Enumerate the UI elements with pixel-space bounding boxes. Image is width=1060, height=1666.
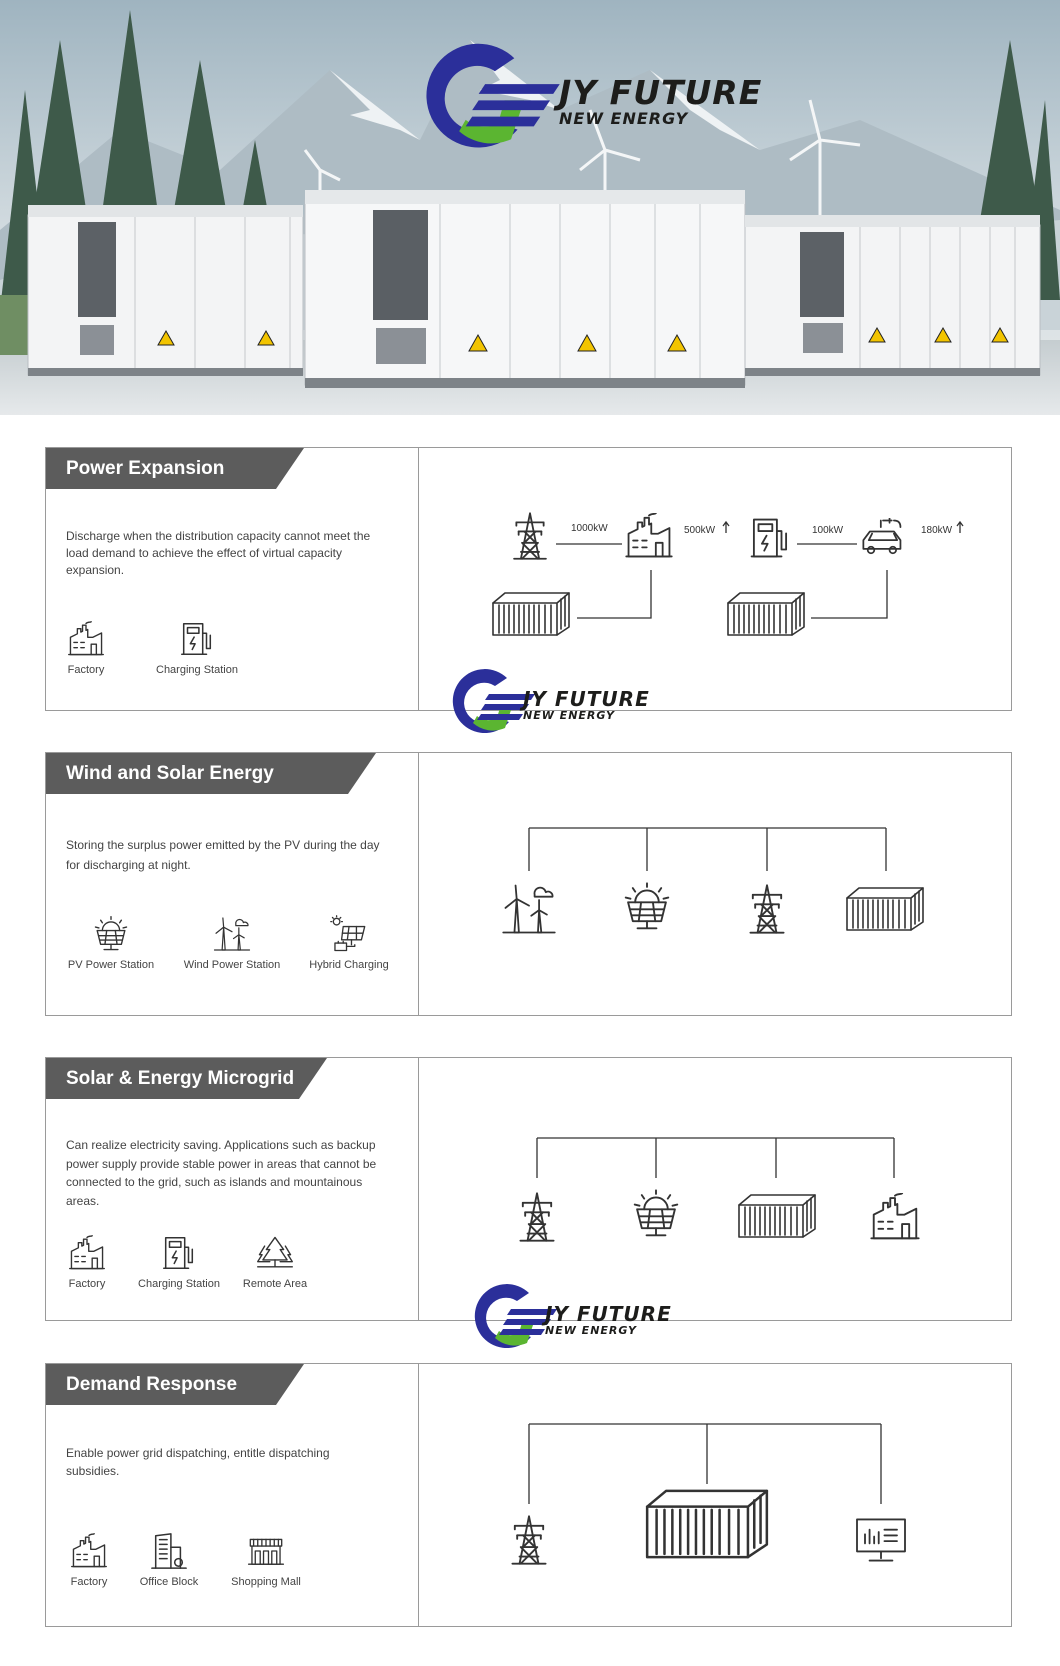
container-icon — [738, 1194, 816, 1238]
application-label: Factory — [70, 1576, 108, 1588]
application-item: Charging Station — [156, 620, 238, 676]
section-description: Can realize electricity saving. Applicat… — [66, 1138, 377, 1208]
demand-response-diagram — [511, 1423, 906, 1565]
application-item: PV Power Station — [66, 915, 156, 971]
solar-panel-icon — [624, 882, 670, 930]
section-info-panel: Power Expansion Discharge when the distr… — [46, 448, 419, 710]
trees-icon — [256, 1234, 294, 1272]
application-item: Remote Area — [240, 1234, 310, 1290]
section-description: Discharge when the distribution capacity… — [66, 529, 371, 577]
factory-icon — [67, 620, 105, 658]
application-icons: PV Power Station Wind Power Station Hybr… — [66, 915, 394, 971]
diagram-label: 100kW — [812, 525, 844, 536]
power-tower-icon — [749, 884, 785, 934]
section-demand-response: Demand Response Enable power grid dispat… — [45, 1363, 1012, 1627]
application-item: Hybrid Charging — [304, 915, 394, 971]
section-title: Wind and Solar Energy Consumption — [46, 753, 376, 794]
section-wind-solar-consumption: Wind and Solar Energy Consumption Storin… — [45, 752, 1012, 1016]
shopping-mall-icon — [247, 1532, 285, 1570]
application-item: Office Block — [134, 1532, 204, 1588]
diagram-label: 180kW — [921, 525, 953, 536]
application-item: Factory — [66, 1532, 112, 1588]
brand-name: JY FUTURE — [545, 1302, 672, 1326]
application-item: Factory — [66, 620, 106, 676]
hero-scene-image — [0, 0, 1060, 415]
brand-mark-icon — [415, 42, 565, 162]
application-label: Wind Power Station — [183, 959, 281, 971]
section-diagram-panel — [419, 1058, 1011, 1320]
hybrid-charging-icon — [330, 915, 368, 953]
brand-tagline: NEW ENERGY — [523, 709, 615, 722]
section-diagram-panel — [419, 1364, 1011, 1626]
application-item: Shopping Mall — [226, 1532, 306, 1588]
application-label: Remote Area — [242, 1278, 308, 1290]
power-tower-icon — [513, 512, 547, 560]
application-label: Shopping Mall — [231, 1576, 301, 1588]
container-icon — [492, 592, 570, 636]
charging-station-icon — [750, 518, 788, 558]
section-info-panel: Demand Response Enable power grid dispat… — [46, 1364, 419, 1626]
section-diagram-panel: 1000kW 500kW 100kW 180kW — [419, 448, 1011, 710]
application-label: Factory — [67, 664, 105, 676]
section-power-expansion: Power Expansion Discharge when the distr… — [45, 447, 1012, 711]
section-title: Demand Response — [46, 1364, 304, 1405]
brand-logo-watermark: JY FUTURE NEW ENERGY — [469, 1283, 672, 1357]
solar-panel-icon — [92, 915, 130, 953]
charging-station-icon — [178, 620, 216, 658]
application-label: Office Block — [139, 1576, 199, 1588]
section-description: Storing the surplus power emitted by the… — [66, 838, 380, 872]
wind-turbine-icon — [213, 915, 251, 953]
charging-station-icon — [160, 1234, 198, 1272]
section-description: Enable power grid dispatching, entitle d… — [66, 1446, 330, 1478]
application-item: Charging Station — [134, 1234, 224, 1290]
container-icon — [645, 1489, 769, 1559]
application-item: Wind Power Station — [180, 915, 284, 971]
brand-name: JY FUTURE — [523, 687, 650, 711]
container-center — [304, 190, 746, 388]
brand-logo-watermark: JY FUTURE NEW ENERGY — [447, 668, 650, 742]
container-icon — [727, 592, 805, 636]
hero-banner: JY FUTURE NEW ENERGY — [0, 0, 1060, 415]
application-icons: Factory Office Block Shopping Mall — [66, 1532, 306, 1588]
section-solar-microgrid: Solar & Energy Microgrid Can realize ele… — [45, 1057, 1012, 1321]
wind-turbine-icon — [502, 884, 556, 934]
application-item: Factory — [66, 1234, 108, 1290]
container-left — [27, 205, 304, 376]
ev-car-icon — [862, 518, 902, 555]
brand-logo-hero: JY FUTURE NEW ENERGY — [415, 42, 762, 162]
section-info-panel: Solar & Energy Microgrid Can realize ele… — [46, 1058, 419, 1320]
solar-panel-icon — [633, 1189, 679, 1237]
section-diagram-panel — [419, 753, 1011, 1015]
power-tower-icon — [519, 1192, 555, 1242]
brand-tagline: NEW ENERGY — [545, 1324, 637, 1337]
power-tower-icon — [511, 1515, 547, 1565]
application-label: Charging Station — [138, 1278, 220, 1290]
application-label: Factory — [68, 1278, 106, 1290]
microgrid-diagram — [519, 1137, 920, 1242]
factory-icon — [68, 1234, 106, 1272]
office-block-icon — [150, 1532, 188, 1570]
brand-name: JY FUTURE — [559, 73, 763, 112]
section-title: Power Expansion — [46, 448, 304, 489]
application-icons: Factory Charging Station — [66, 620, 238, 676]
application-label: Charging Station — [156, 664, 238, 676]
application-label: PV Power Station — [67, 959, 155, 971]
container-right — [744, 215, 1041, 376]
section-title: Solar & Energy Microgrid — [46, 1058, 327, 1099]
container-icon — [846, 887, 924, 931]
factory-icon — [625, 513, 673, 558]
factory-icon — [870, 1193, 920, 1240]
application-icons: Factory Charging Station Remote Area — [66, 1234, 310, 1290]
factory-icon — [70, 1532, 108, 1570]
section-info-panel: Wind and Solar Energy Consumption Storin… — [46, 753, 419, 1015]
monitor-icon — [856, 1518, 906, 1562]
wind-solar-diagram — [502, 827, 924, 934]
diagram-label: 1000kW — [571, 523, 608, 534]
diagram-label: 500kW — [684, 525, 716, 536]
brand-tagline: NEW ENERGY — [559, 109, 689, 128]
power-expansion-diagram: 1000kW 500kW 100kW 180kW — [492, 512, 964, 636]
application-label: Hybrid Charging — [309, 959, 389, 971]
